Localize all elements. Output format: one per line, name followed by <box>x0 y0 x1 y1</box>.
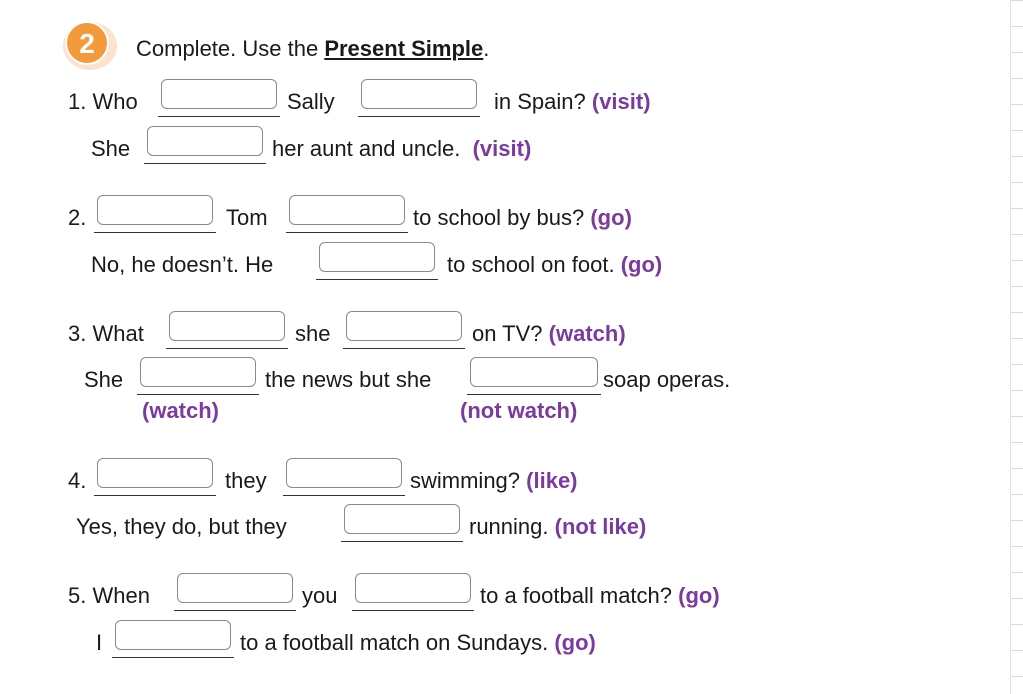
answer-blank-a5-1[interactable] <box>112 620 234 658</box>
q3-text-a: 3. What <box>68 321 144 346</box>
answer-blank-q1-1[interactable] <box>158 79 280 117</box>
q1-text-a: 1. Who <box>68 89 138 114</box>
answer-blank-q2-2[interactable] <box>286 195 408 233</box>
instruction-prefix: Complete. Use the <box>136 36 325 61</box>
instruction-title: Complete. Use the Present Simple. <box>136 36 489 62</box>
a3-text-a: She <box>84 367 124 392</box>
q1-text-b: Sally <box>287 89 335 114</box>
q5-text-b: you <box>302 583 338 608</box>
a5-text-b: to a football match on Sundays. (go) <box>240 630 596 655</box>
answer-blank-q5-1[interactable] <box>174 573 296 611</box>
a3-text-c: soap operas. <box>603 367 731 392</box>
answer-blank-q5-2[interactable] <box>352 573 474 611</box>
a4-text-a: Yes, they do, but they <box>76 514 287 539</box>
q4-text-b: they <box>225 468 267 493</box>
a4-verb-hint: (not like) <box>554 514 647 539</box>
badge-number: 2 <box>79 28 95 59</box>
answer-blank-q4-1[interactable] <box>94 458 216 496</box>
instruction-emphasis: Present Simple <box>324 36 484 61</box>
a2-text-a: No, he doesn’t. He <box>91 252 274 277</box>
q3-verb-hint: (watch) <box>548 321 626 346</box>
answer-blank-q4-2[interactable] <box>283 458 405 496</box>
q4-text-a: 4. <box>68 468 87 493</box>
answer-blank-a1-1[interactable] <box>144 126 266 164</box>
answer-blank-q3-1[interactable] <box>166 311 288 349</box>
a2-verb-hint: (go) <box>620 252 663 277</box>
a1-text-a: She <box>91 136 131 161</box>
a4-text-b: running. (not like) <box>469 514 647 539</box>
answer-blank-q1-2[interactable] <box>358 79 480 117</box>
q2-text-c: to school by bus? (go) <box>413 205 632 230</box>
a3-text-b: the news but she <box>265 367 432 392</box>
a1-text-b: her aunt and uncle. (visit) <box>272 136 532 161</box>
a3-verb-hint-2: (not watch) <box>460 398 578 423</box>
q1-verb-hint: (visit) <box>591 89 651 114</box>
q5-text-c: to a football match? (go) <box>480 583 720 608</box>
q3-text-b: she <box>295 321 331 346</box>
q3-text-c: on TV? (watch) <box>472 321 626 346</box>
q5-text-a: 5. When <box>68 583 150 608</box>
answer-blank-a3-1[interactable] <box>137 357 259 395</box>
q4-text-c: swimming? (like) <box>410 468 578 493</box>
q2-verb-hint: (go) <box>590 205 632 230</box>
a3-verb-hint-1: (watch) <box>142 398 219 423</box>
q4-verb-hint: (like) <box>526 468 578 493</box>
margin-ruled-lines <box>1010 0 1023 694</box>
answer-blank-a2-1[interactable] <box>316 242 438 280</box>
q2-text-a: 2. <box>68 205 87 230</box>
exercise-number-badge: 2 <box>63 21 117 70</box>
answer-blank-q3-2[interactable] <box>343 311 465 349</box>
q1-text-c: in Spain? (visit) <box>494 89 651 114</box>
instruction-suffix: . <box>483 36 490 61</box>
a2-text-b: to school on foot. (go) <box>447 252 663 277</box>
a5-text-a: I <box>96 630 103 655</box>
answer-blank-q2-1[interactable] <box>94 195 216 233</box>
q5-verb-hint: (go) <box>678 583 720 608</box>
answer-blank-a4-1[interactable] <box>341 504 463 542</box>
a1-verb-hint: (visit) <box>472 136 532 161</box>
a5-verb-hint: (go) <box>554 630 596 655</box>
answer-blank-a3-2[interactable] <box>467 357 601 395</box>
q2-text-b: Tom <box>226 205 268 230</box>
